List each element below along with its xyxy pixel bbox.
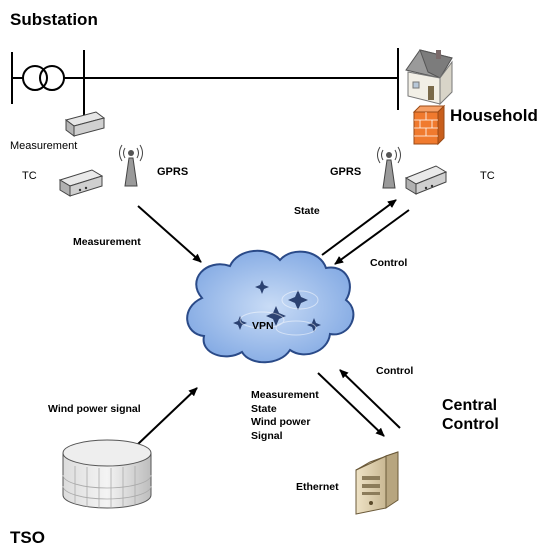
antenna-icon [119, 144, 143, 187]
measurement-arrow [137, 205, 202, 263]
gprs-left-label: GPRS [157, 166, 189, 178]
tc-right-label: TC [480, 170, 495, 182]
tc-left-label: TC [22, 170, 37, 182]
state-arrow [321, 199, 397, 256]
control-top-label: Control [370, 257, 408, 269]
wind-power-arrow [136, 387, 198, 446]
ethernet-label: Ethernet [296, 481, 339, 493]
central-control-line: Control [442, 416, 499, 434]
antenna-icon [377, 146, 401, 189]
substation-title: Substation [10, 10, 98, 29]
central-control-title: Central Control [442, 396, 499, 434]
control-bottom-label: Control [376, 365, 414, 377]
database-icon [62, 439, 152, 509]
central-flow-line: Signal [251, 429, 283, 442]
transformer-icon [11, 52, 65, 104]
central-flow-line: Measurement [251, 389, 319, 401]
measurement-device-icon [64, 111, 106, 137]
vpn-label: VPN [252, 320, 274, 332]
server-icon [355, 451, 399, 515]
tso-title: TSO [10, 528, 45, 547]
measurement-device-label: Measurement [10, 140, 78, 152]
control-top-arrow [334, 209, 410, 265]
central-flow-arrow [317, 372, 385, 437]
central-flow-line: State [251, 402, 277, 415]
router-icon [404, 165, 448, 195]
household-title: Household [450, 106, 538, 125]
measurement-flow-label: Measurement [73, 236, 141, 248]
house-icon [405, 49, 453, 106]
gprs-right-label: GPRS [330, 166, 362, 178]
central-flow-line: Wind power [251, 416, 311, 429]
control-bottom-arrow [339, 369, 401, 429]
central-flow-labels: Measurement State Wind power Signal [251, 389, 319, 444]
state-label: State [294, 205, 320, 217]
router-icon [58, 169, 104, 197]
cloud-icon [186, 249, 355, 364]
central-control-line: Central [442, 397, 498, 414]
firewall-icon [412, 104, 446, 146]
wind-power-signal-label: Wind power signal [48, 403, 141, 415]
